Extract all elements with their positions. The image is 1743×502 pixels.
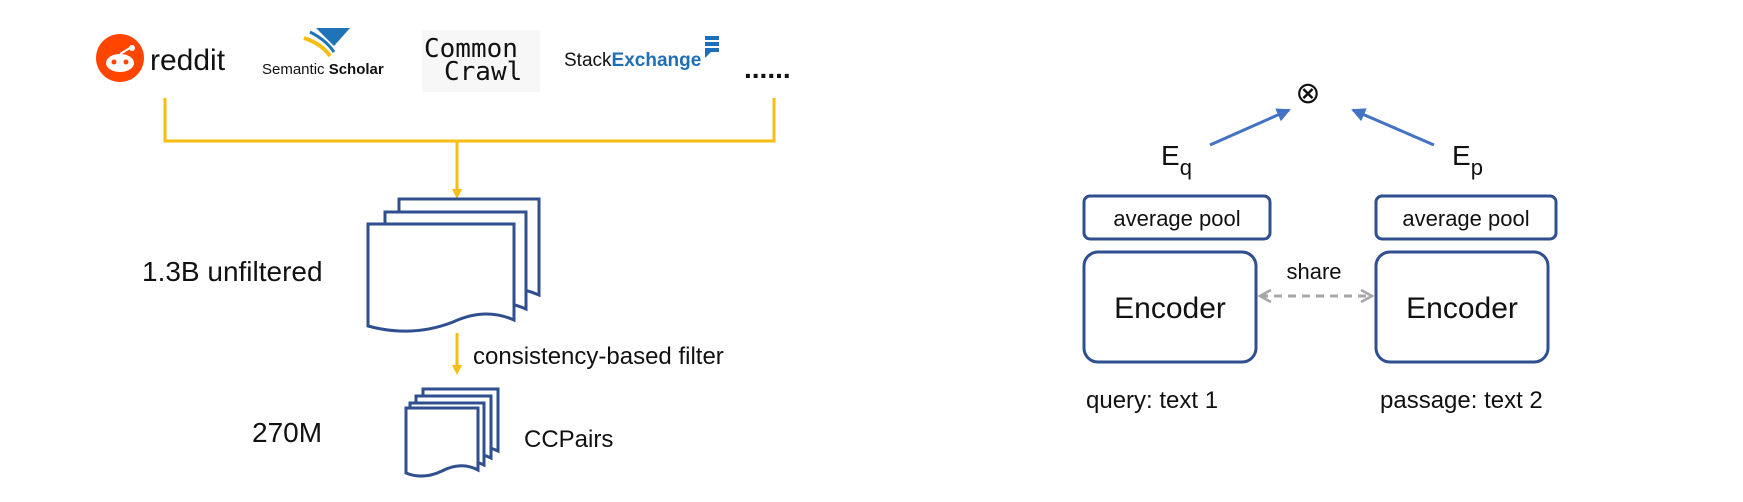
dot-product-symbol: ⊗ [1295, 77, 1320, 110]
unfiltered-document-stack [366, 197, 541, 333]
query-to-combine-arrow [1209, 108, 1291, 147]
more-sources-ellipsis: ...... [744, 53, 791, 84]
pool-label-left: average pool [1113, 206, 1240, 231]
encoder-box-left: Encoder [1082, 250, 1258, 364]
unfiltered-count-label: 1.3B unfiltered [142, 256, 323, 287]
passage-input-label: passage: text 2 [1380, 387, 1543, 414]
filtered-count-label: 270M [252, 417, 322, 448]
common-crawl-bg [422, 30, 540, 92]
ccpairs-document-stack [404, 387, 500, 478]
passage-to-combine-arrow [1351, 108, 1435, 147]
semantic-scholar-logo: Semantic Scholar [262, 28, 384, 78]
encoder-label-left: Encoder [1114, 292, 1226, 325]
query-embedding-label: Eq [1161, 140, 1192, 180]
source-merge-bracket [163, 98, 776, 375]
common-crawl-logo: Common Crawl [422, 30, 540, 92]
pool-label-right: average pool [1402, 206, 1529, 231]
passage-embedding-label: Ep [1452, 140, 1483, 180]
merge-line [163, 98, 776, 143]
query-input-label: query: text 1 [1086, 387, 1218, 414]
common-word: Common [424, 34, 518, 64]
pool-box-right: average pool [1374, 194, 1558, 241]
stackexchange-wordmark: StackExchange [564, 50, 701, 71]
stackexchange-logo: StackExchange [564, 36, 719, 71]
share-label: share [1286, 259, 1341, 284]
reddit-wordmark: reddit [150, 44, 226, 77]
scholar-book-icon [316, 28, 350, 46]
encoder-box-right: Encoder [1374, 250, 1550, 364]
filter-label: consistency-based filter [473, 343, 724, 370]
reddit-logo: reddit [96, 34, 226, 82]
crawl-word: Crawl [444, 57, 522, 87]
ccpairs-label: CCPairs [524, 426, 613, 453]
encoder-label-right: Encoder [1406, 292, 1518, 325]
stack-icon [705, 36, 719, 58]
pool-box-left: average pool [1082, 194, 1272, 241]
scholar-wordmark: Semantic Scholar [262, 61, 384, 78]
